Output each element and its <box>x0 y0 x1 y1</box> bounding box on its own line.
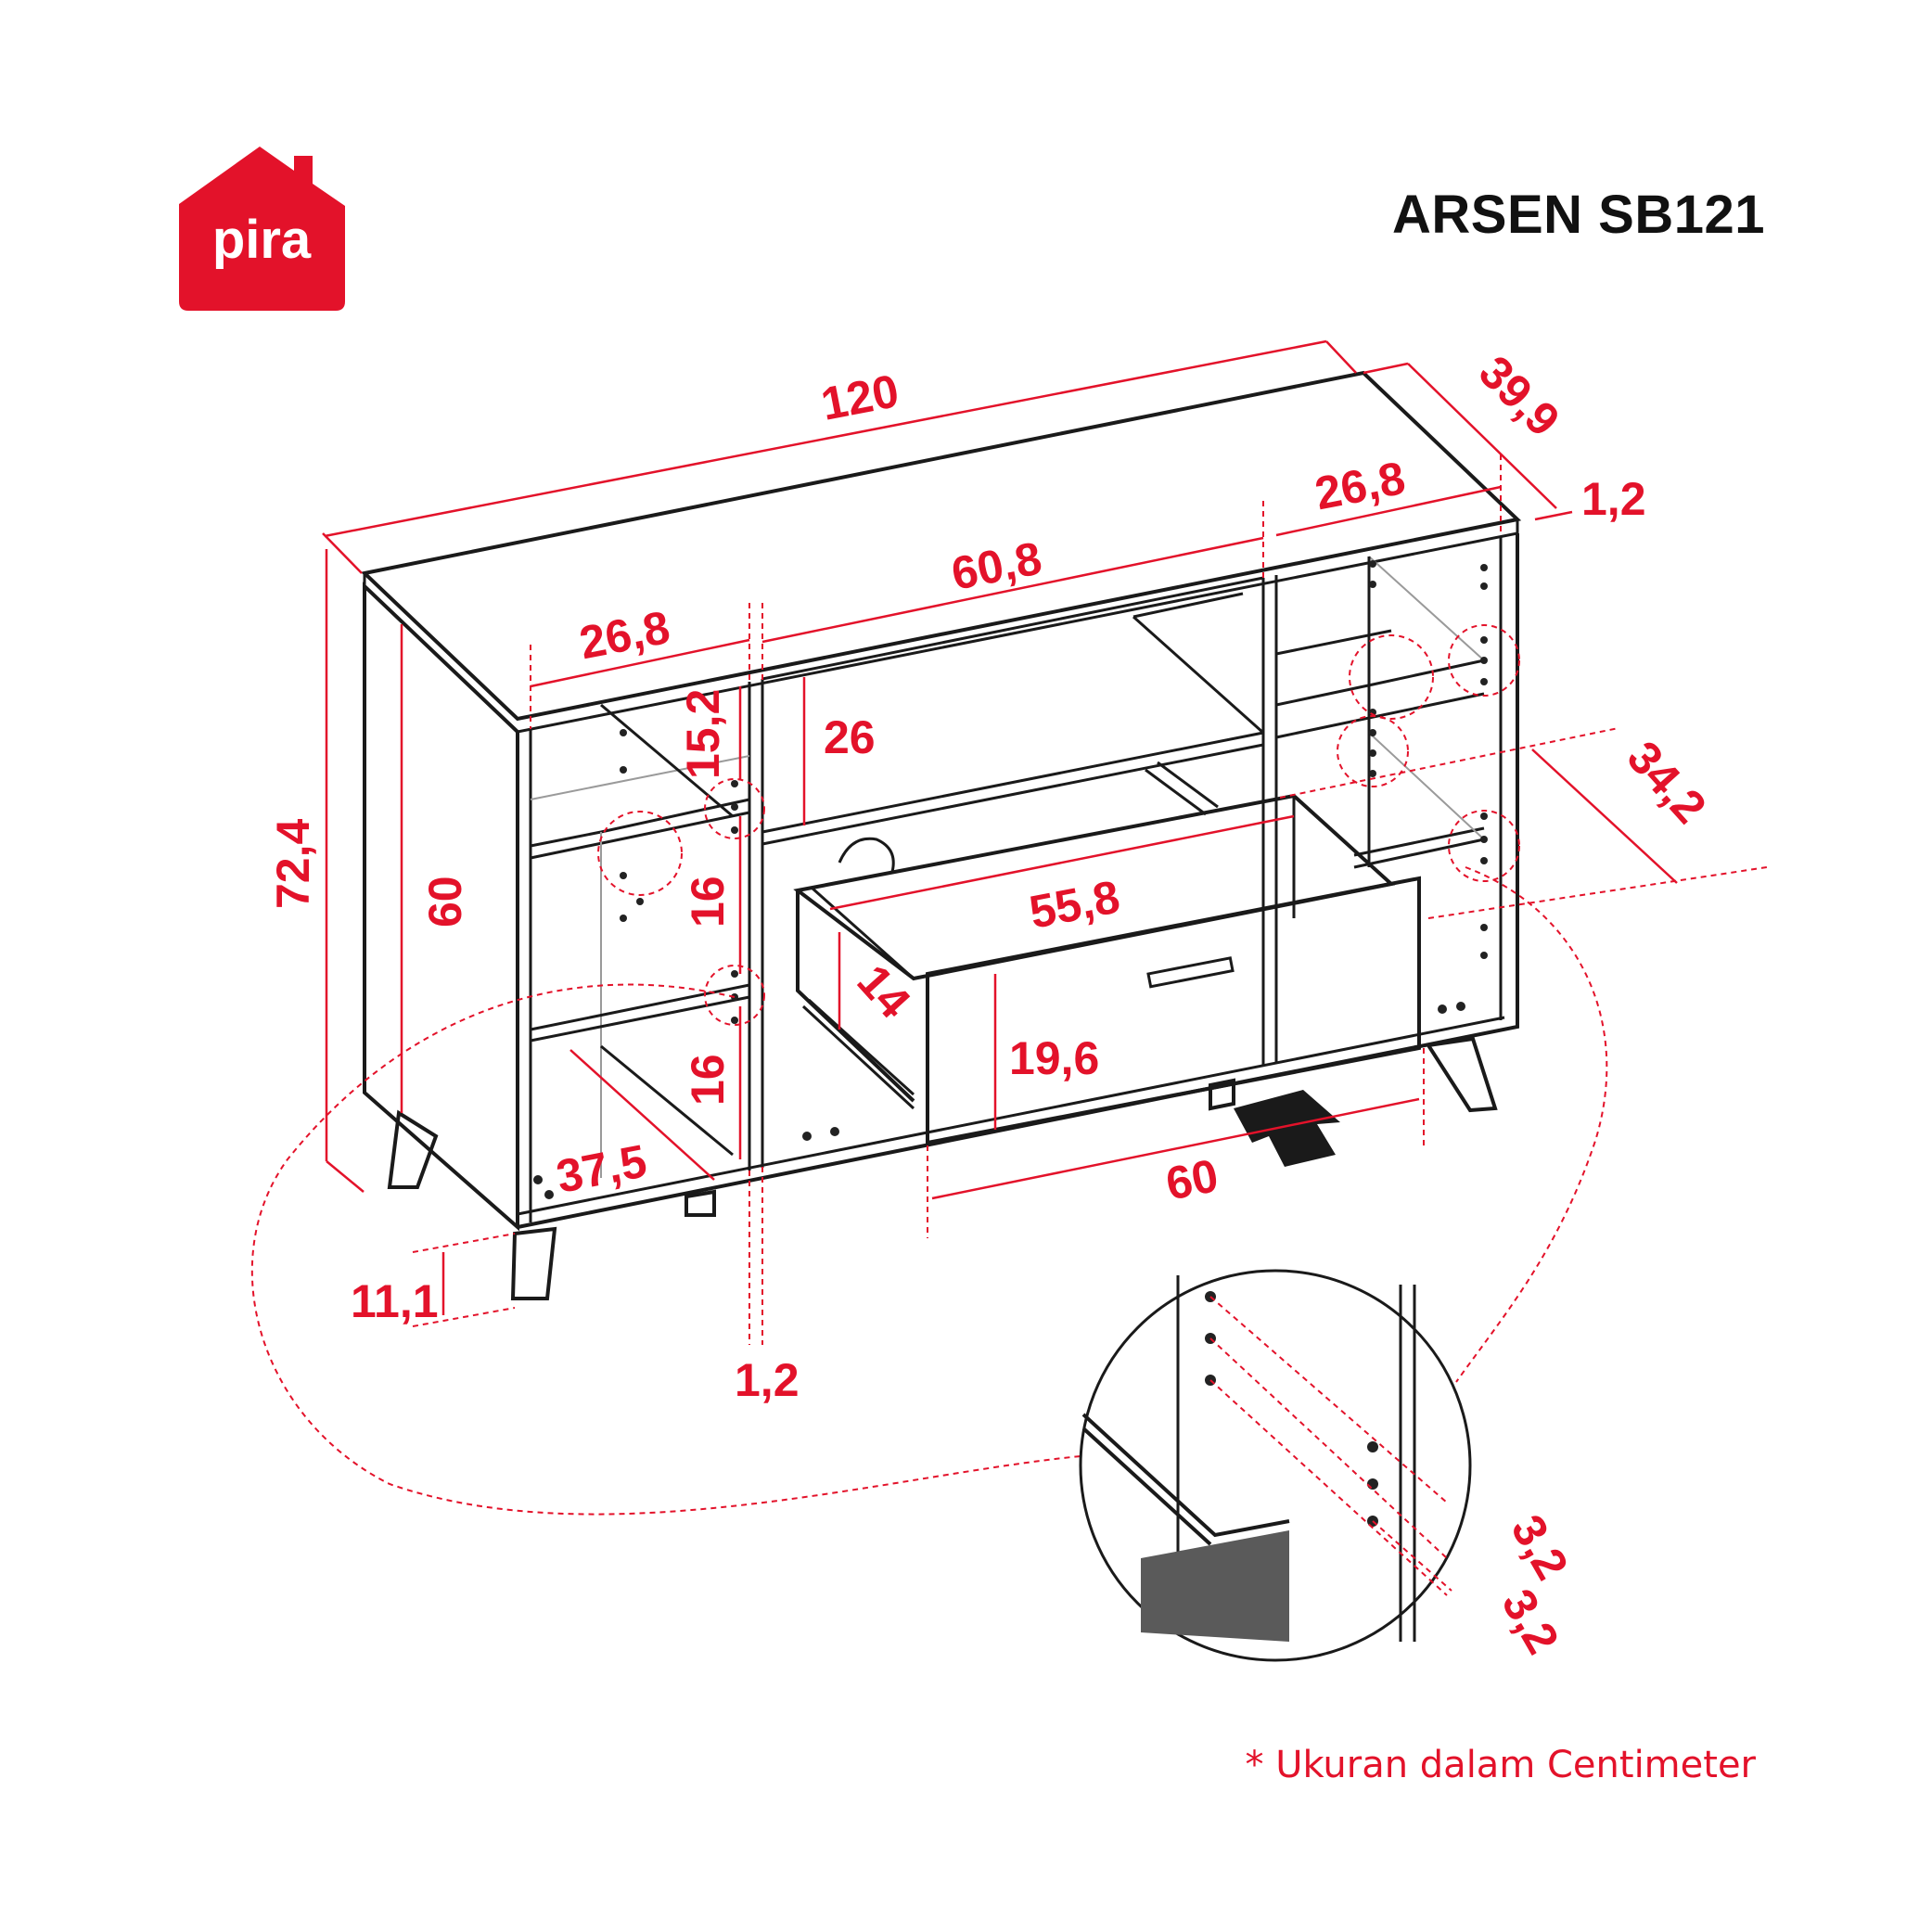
drawer <box>793 793 1421 1145</box>
push-arrow-icon <box>1234 1090 1340 1167</box>
dim-divider-thickness: 1,2 <box>735 1354 800 1406</box>
house-icon <box>179 147 345 311</box>
dim-hole-spacing-2: 3,2 <box>1491 1580 1568 1662</box>
dim-drawer-inner-width: 55,8 <box>1025 870 1123 939</box>
dim-inner-depth-left: 37,5 <box>552 1134 650 1203</box>
dimension-labels: 120 39,9 1,2 26,8 60,8 26,8 72,4 60 15,2… <box>267 346 1716 1662</box>
dim-total-height: 72,4 <box>267 818 319 909</box>
cabinet-body <box>360 370 1522 1232</box>
dim-compartment-center-width: 60,8 <box>947 531 1045 600</box>
cabinet-legs <box>387 1036 1498 1300</box>
dim-shelf-gap-middle: 16 <box>682 876 734 928</box>
dim-depth: 39,9 <box>1469 346 1569 446</box>
dim-inner-depth-right: 34,2 <box>1618 731 1717 833</box>
dim-leg-height: 11,1 <box>351 1275 439 1327</box>
footnote-units: * Ukuran dalam Centimeter <box>1245 1744 1756 1786</box>
pira-logo: pira <box>179 147 345 311</box>
dim-hole-spacing-1: 3,2 <box>1501 1506 1578 1588</box>
zoom-detail <box>1079 1269 1472 1662</box>
dim-drawer-front-height: 19,6 <box>1009 1032 1099 1084</box>
product-title: ARSEN SB121 <box>1392 185 1765 245</box>
dim-body-height: 60 <box>419 876 471 928</box>
dim-shelf-gap-top: 15,2 <box>677 689 729 779</box>
callout-markers <box>250 624 1608 1516</box>
dim-open-niche-height: 26 <box>824 711 876 763</box>
shelf-holes <box>533 560 1488 1199</box>
dim-top-thickness: 1,2 <box>1581 473 1646 525</box>
dim-shelf-gap-bottom: 16 <box>682 1054 734 1106</box>
dimension-lines <box>322 339 1768 1345</box>
dim-total-width: 120 <box>817 365 903 430</box>
logo-text: pira <box>212 210 312 270</box>
dim-drawer-front-width: 60 <box>1161 1149 1222 1210</box>
dim-drawer-inner-height: 14 <box>848 955 921 1029</box>
